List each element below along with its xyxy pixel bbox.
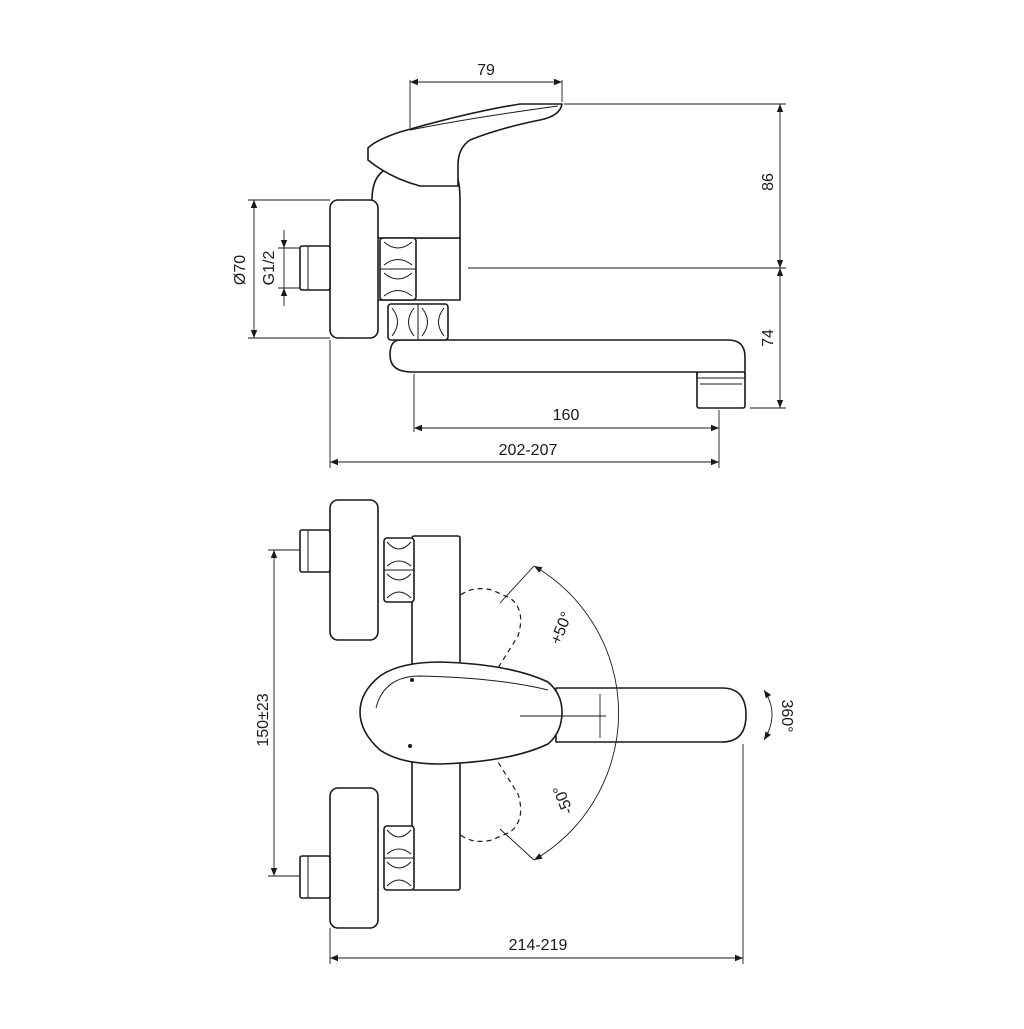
connector-upper <box>299 529 331 573</box>
lever-position-plus50 <box>411 588 522 701</box>
aerator <box>696 371 746 409</box>
rosette-lower <box>329 787 379 929</box>
lever-position-minus50 <box>411 729 522 842</box>
dim-360-label: 360° <box>778 699 795 732</box>
dim-g12-label: G1/2 <box>261 251 278 286</box>
dim-202-label: 202-207 <box>499 442 558 459</box>
dim-79-label: 79 <box>477 62 495 79</box>
dim-minus50-label: -50° <box>550 783 577 817</box>
dim-74-label: 74 <box>760 329 777 347</box>
dim-150-label: 150±23 <box>255 693 272 746</box>
wall-connector <box>299 245 331 291</box>
spout-plan <box>555 687 747 743</box>
wall-rosette <box>329 199 379 339</box>
dim-plus50-label: +50° <box>548 610 576 647</box>
side-view: 79 86 74 Ø70 G1/2 160 202-207 <box>232 62 786 468</box>
dim-214-label: 214-219 <box>509 937 568 954</box>
dim-160-label: 160 <box>553 407 580 424</box>
spout <box>389 339 746 379</box>
dim-86-label: 86 <box>760 173 777 191</box>
plan-view: 150±23 +50° -50° 360° 214-219 <box>255 499 795 964</box>
dim-dia70-label: Ø70 <box>232 255 249 285</box>
lever-handle <box>367 103 563 187</box>
rosette-upper <box>329 499 379 641</box>
lever-plan <box>359 661 563 765</box>
connector-lower <box>299 855 331 899</box>
